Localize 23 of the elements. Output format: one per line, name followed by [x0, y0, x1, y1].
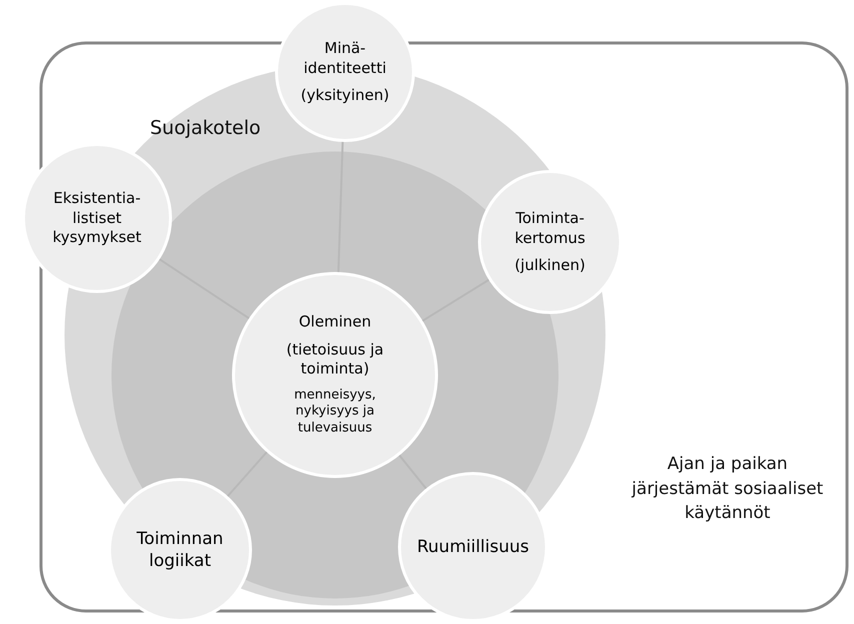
circle-title: Toiminta- kertomus — [514, 208, 586, 248]
theme-circle — [22, 143, 172, 293]
circle-title: Suojakotelo — [150, 117, 261, 139]
circle-title: Toiminnan logiikat — [136, 528, 224, 572]
connector-line — [337, 142, 344, 272]
center-circle — [232, 272, 438, 478]
connector-line — [398, 454, 427, 490]
theme-circle — [275, 2, 415, 142]
theme-circle — [108, 478, 252, 622]
circle-title: Minä- identiteetti — [302, 38, 388, 78]
circle-text: (tietoisuus ja toiminta) — [285, 340, 385, 379]
connector-line — [227, 451, 268, 497]
circle-text: menneisyys, nykyisyys ja tulevaisuus — [293, 386, 377, 438]
connector-line — [159, 258, 250, 320]
circle-title: Ruumiillisuus — [416, 536, 530, 558]
frame-label: Ajan ja paikan järjestämät sosiaaliset käytännöt — [630, 453, 824, 526]
connector-line — [422, 279, 490, 322]
circle-title: Oleminen — [298, 312, 372, 332]
circle-text: (julkinen) — [514, 256, 586, 276]
circle-title: Eksistentia- listiset kysymykset — [52, 188, 142, 248]
theme-circle — [398, 472, 548, 622]
circle-text: (yksityinen) — [300, 86, 390, 106]
theme-circle — [478, 170, 622, 314]
